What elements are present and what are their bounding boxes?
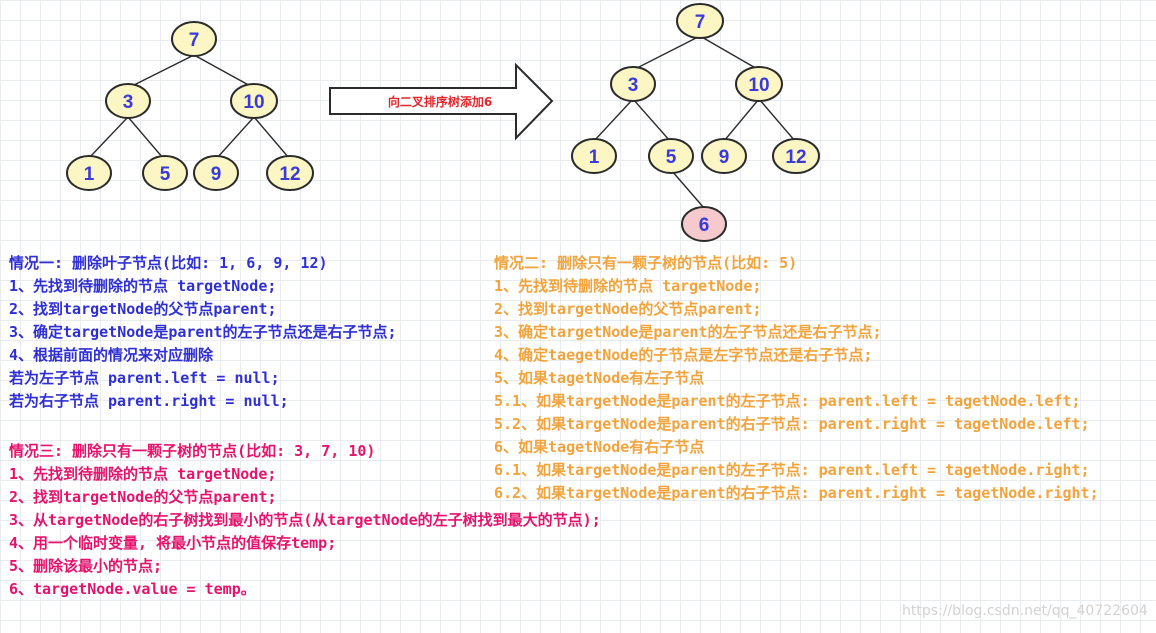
case-three-step: 1、先找到待删除的节点 targetNode; xyxy=(9,465,277,483)
node-label: 3 xyxy=(628,75,639,96)
edge-3-5 xyxy=(632,98,671,142)
tree-node: 9 xyxy=(701,138,747,174)
case-one-step: 1、先找到待删除的节点 targetNode; xyxy=(9,277,277,295)
watermark: https://blog.csdn.net/qq_40722604 xyxy=(902,603,1148,619)
edge-7-10 xyxy=(193,54,255,89)
case-two-step: 6.2、如果targetNode是parent的右子节点: parent.rig… xyxy=(494,484,1099,502)
edge-5-6 xyxy=(671,170,705,209)
node-label: 7 xyxy=(695,12,706,33)
node-label: 6 xyxy=(699,215,710,236)
node-label: 5 xyxy=(666,147,677,168)
tree-node: 1 xyxy=(66,155,112,191)
case-two-step: 1、先找到待删除的节点 targetNode; xyxy=(494,277,762,295)
tree-node: 5 xyxy=(142,155,188,191)
case-three-step: 3、从targetNode的右子树找到最小的节点(从targetNode的左子树… xyxy=(9,511,601,529)
edge-7-10 xyxy=(699,35,760,71)
tree-node: 3 xyxy=(105,83,151,119)
case-one-step: 4、根据前面的情况来对应删除 xyxy=(9,346,214,364)
edge-10-12 xyxy=(758,98,796,142)
node-label: 9 xyxy=(719,147,730,168)
right-tree: 7 3 10 1 5 9 12 6 xyxy=(571,3,820,242)
tree-node: 12 xyxy=(266,155,314,191)
node-label: 1 xyxy=(84,164,95,185)
node-label: 5 xyxy=(160,164,171,185)
left-tree-edges xyxy=(88,54,290,159)
node-label: 9 xyxy=(211,164,222,185)
node-label: 12 xyxy=(279,164,300,185)
case-two-step: 5.2、如果targetNode是parent的右子节点: parent.rig… xyxy=(494,415,1090,433)
case-three-step: 6、targetNode.value = temp。 xyxy=(9,580,256,598)
case-two-title: 情况二: 删除只有一颗子树的节点(比如: 5) xyxy=(494,254,798,272)
case-three-step: 2、找到targetNode的父节点parent; xyxy=(9,488,277,506)
arrow: 向二叉排序树添加6 xyxy=(329,62,554,141)
case-one-title: 情况一: 删除叶子节点(比如: 1, 6, 9, 12) xyxy=(9,254,328,272)
edge-3-1 xyxy=(593,98,634,142)
node-label: 1 xyxy=(589,147,600,168)
right-tree-edges xyxy=(593,35,796,209)
case-two-step: 6、如果tagetNode有右子节点 xyxy=(494,438,705,456)
edge-10-12 xyxy=(253,116,290,159)
case-one-step: 2、找到targetNode的父节点parent; xyxy=(9,300,277,318)
node-label: 10 xyxy=(748,75,769,96)
node-label: 10 xyxy=(243,92,264,113)
tree-diagram: 7 3 10 1 5 9 12 向二叉排序树添加6 xyxy=(66,3,820,242)
case-two-step: 2、找到targetNode的父节点parent; xyxy=(494,300,762,318)
case-two-section: 情况二: 删除只有一颗子树的节点(比如: 5) 1、先找到待删除的节点 targ… xyxy=(494,252,1099,505)
tree-node: 3 xyxy=(610,66,656,102)
tree-node: 7 xyxy=(171,21,217,57)
case-two-step: 3、确定targetNode是parent的左子节点还是右子节点; xyxy=(494,323,882,341)
edge-7-3 xyxy=(632,35,701,71)
tree-node: 10 xyxy=(230,83,278,119)
tree-node: 1 xyxy=(571,138,617,174)
case-two-step: 5、如果tagetNode有左子节点 xyxy=(494,369,705,387)
case-three-step: 5、删除该最小的节点; xyxy=(9,557,163,575)
tree-node: 5 xyxy=(648,138,694,174)
case-one-step: 3、确定targetNode是parent的左子节点还是右子节点; xyxy=(9,323,397,341)
tree-node: 9 xyxy=(193,155,239,191)
tree-node: 7 xyxy=(676,3,724,39)
arrow-label: 向二叉排序树添加6 xyxy=(388,94,492,109)
tree-node-new: 6 xyxy=(681,206,727,242)
edge-7-3 xyxy=(127,54,195,89)
case-three-step: 4、用一个临时变量, 将最小节点的值保存temp; xyxy=(9,534,337,552)
edge-10-9 xyxy=(216,116,255,159)
case-one-step: 若为右子节点 parent.right = null; xyxy=(9,392,289,410)
case-one-step: 若为左子节点 parent.left = null; xyxy=(9,369,280,387)
arrow-shape xyxy=(329,62,554,141)
node-label: 7 xyxy=(189,30,200,51)
edge-3-5 xyxy=(127,116,164,159)
case-two-step: 6.1、如果targetNode是parent的左子节点: parent.lef… xyxy=(494,461,1090,479)
case-two-step: 4、确定taegetNode的子节点是左字节点还是右子节点; xyxy=(494,346,873,364)
tree-node: 12 xyxy=(772,138,820,174)
case-two-step: 5.1、如果targetNode是parent的左子节点: parent.lef… xyxy=(494,392,1081,410)
node-label: 12 xyxy=(785,147,806,168)
case-three-section: 情况三: 删除只有一颗子树的节点(比如: 3, 7, 10) 1、先找到待删除的… xyxy=(9,440,689,601)
tree-node: 10 xyxy=(735,66,783,102)
edge-10-9 xyxy=(723,98,760,142)
case-three-title: 情况三: 删除只有一颗子树的节点(比如: 3, 7, 10) xyxy=(9,442,376,460)
edge-3-1 xyxy=(88,116,129,159)
left-tree: 7 3 10 1 5 9 12 xyxy=(66,21,314,191)
case-one-section: 情况一: 删除叶子节点(比如: 1, 6, 9, 12) 1、先找到待删除的节点… xyxy=(9,252,397,413)
node-label: 3 xyxy=(123,92,134,113)
